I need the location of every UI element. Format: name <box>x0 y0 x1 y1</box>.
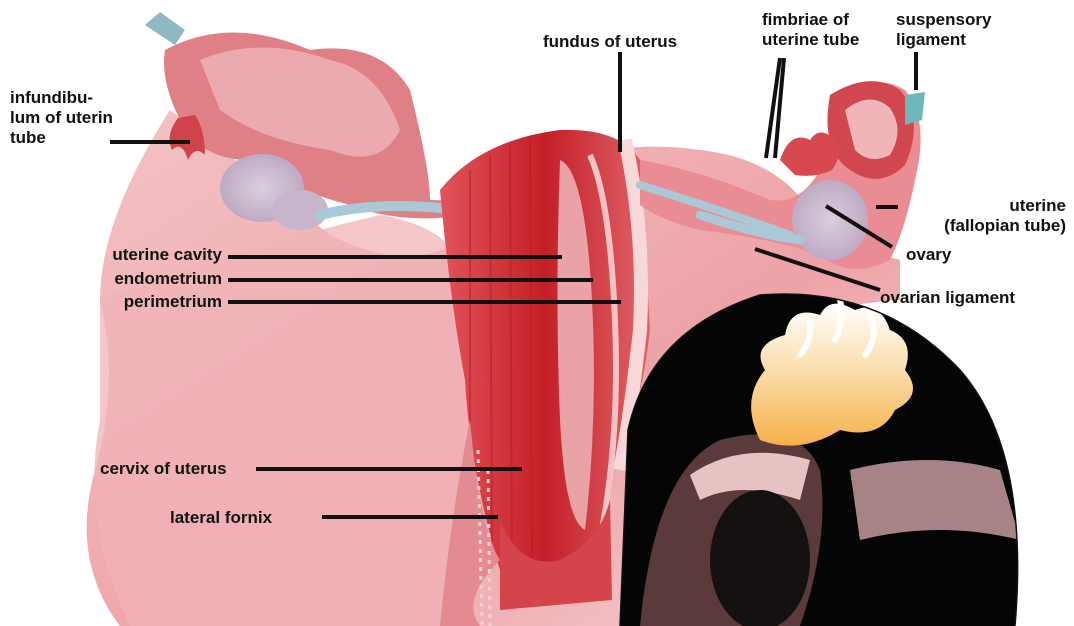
label-suspensory-ligament: suspensory ligament <box>896 10 991 50</box>
label-ovarian-ligament: ovarian ligament <box>880 288 1015 308</box>
label-uterine-fallopian-tube: uterine (fallopian tube) <box>862 196 1066 236</box>
inset-pale-tissue-shape <box>850 460 1020 540</box>
right-suspensory-ligament-shape <box>905 92 925 125</box>
inset-lumen-shape <box>710 490 810 626</box>
label-fundus-of-uterus: fundus of uterus <box>543 32 677 52</box>
label-uterine-cavity: uterine cavity <box>40 245 222 265</box>
label-cervix-of-uterus: cervix of uterus <box>100 459 227 479</box>
label-lateral-fornix: lateral fornix <box>170 508 272 528</box>
right-fimbriae-shape <box>780 133 839 176</box>
label-fimbriae: fimbriae of uterine tube <box>762 10 859 50</box>
right-ovary-shape <box>792 180 868 260</box>
label-ovary: ovary <box>906 245 951 265</box>
label-infundibulum: infundibu- lum of uterin tube <box>10 88 113 148</box>
label-endometrium: endometrium <box>40 269 222 289</box>
label-perimetrium: perimetrium <box>40 292 222 312</box>
left-suspensory-ligament-shape <box>145 12 185 45</box>
